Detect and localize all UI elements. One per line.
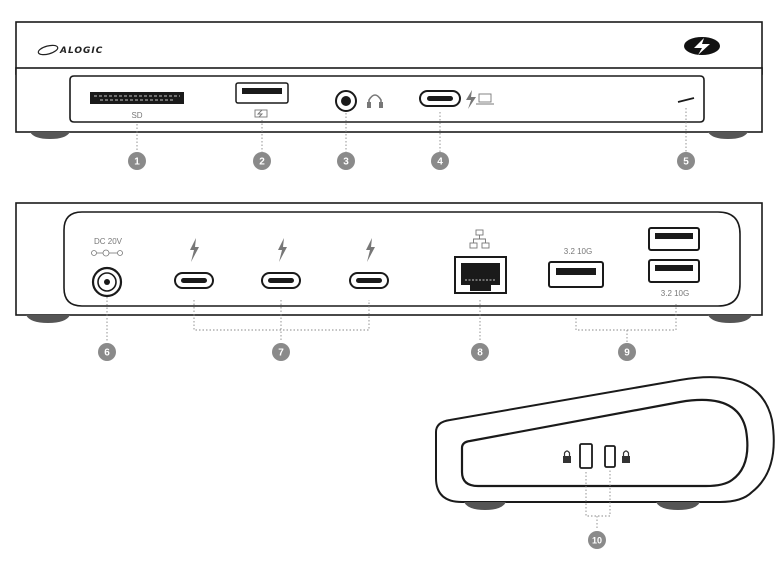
side-inner-outline — [460, 398, 749, 488]
callout-2: 2 — [253, 152, 271, 170]
headphones-icon — [367, 94, 383, 108]
front-leader-lines — [136, 108, 687, 152]
thunderbolt-icon-3 — [366, 238, 375, 262]
svg-text:6: 6 — [104, 348, 110, 359]
rear-foot-left — [26, 315, 70, 323]
front-foot-right — [708, 132, 748, 139]
callout-8: 8 — [471, 343, 489, 361]
svg-text:3: 3 — [343, 157, 349, 168]
thunderbolt-icon-2 — [278, 238, 287, 262]
svg-text:4: 4 — [437, 157, 443, 168]
svg-text:5: 5 — [683, 157, 689, 168]
rear-view: DC 20V — [15, 202, 763, 342]
sd-label: SD — [131, 111, 142, 120]
usb-a-port-3[interactable] — [648, 259, 700, 283]
usb-a-charging-port[interactable] — [235, 82, 289, 104]
front-panel-bezel — [69, 75, 705, 123]
callout-5: 5 — [677, 152, 695, 170]
lock-icon-right — [622, 450, 630, 463]
dc-input-label: DC 20V — [94, 237, 123, 246]
network-icon — [469, 229, 490, 249]
usb-speed-label-2: 3.2 10G — [661, 289, 689, 298]
callout-4: 4 — [431, 152, 449, 170]
side-foot-left — [464, 502, 506, 510]
callout-1: 1 — [128, 152, 146, 170]
usb-speed-label-1: 3.2 10G — [564, 247, 592, 256]
usb-a-port-2[interactable] — [648, 227, 700, 251]
callout-9: 9 — [618, 343, 636, 361]
thunderbolt-port-1[interactable] — [174, 272, 214, 289]
callout-10: 10 — [588, 531, 606, 549]
side-leader-lines — [585, 470, 611, 530]
svg-text:9: 9 — [624, 348, 630, 359]
thunderbolt-laptop-icon — [466, 90, 494, 109]
thunderbolt-icon-1 — [190, 238, 199, 262]
svg-text:1: 1 — [134, 157, 140, 168]
dc-polarity-icon — [91, 249, 123, 257]
thunderbolt-badge-icon — [684, 37, 720, 55]
svg-text:10: 10 — [592, 536, 602, 546]
charging-battery-icon — [254, 109, 268, 118]
thunderbolt-port-2[interactable] — [261, 272, 301, 289]
side-foot-right — [656, 502, 700, 510]
callout-7: 7 — [272, 343, 290, 361]
sd-card-slot[interactable] — [90, 92, 184, 104]
power-led — [677, 97, 695, 103]
lock-icon-left — [563, 450, 571, 463]
front-body-top — [15, 21, 763, 75]
rear-leader-lines — [106, 297, 677, 342]
security-lock-slot-1[interactable] — [579, 443, 593, 469]
side-view — [435, 376, 775, 530]
thunderbolt-port-3[interactable] — [349, 272, 389, 289]
rear-foot-right — [708, 315, 752, 323]
security-lock-slot-2[interactable] — [604, 445, 616, 468]
front-view: ALOGIC SD — [15, 21, 763, 152]
audio-jack[interactable] — [335, 90, 357, 112]
brand-name: ALOGIC — [59, 46, 103, 56]
thunderbolt-host-port[interactable] — [419, 90, 461, 107]
front-foot-left — [30, 132, 70, 139]
svg-text:8: 8 — [477, 348, 483, 359]
usb-a-port-1[interactable] — [548, 261, 604, 288]
alogic-logo: ALOGIC — [37, 44, 103, 56]
svg-text:2: 2 — [259, 157, 265, 168]
callout-6: 6 — [98, 343, 116, 361]
rear-panel-bezel — [63, 211, 741, 307]
svg-text:7: 7 — [278, 348, 284, 359]
ethernet-port[interactable] — [454, 256, 507, 294]
dc-power-input[interactable] — [91, 266, 123, 298]
callout-badges: 1 2 3 4 5 6 7 8 9 10 — [98, 152, 695, 549]
callout-3: 3 — [337, 152, 355, 170]
